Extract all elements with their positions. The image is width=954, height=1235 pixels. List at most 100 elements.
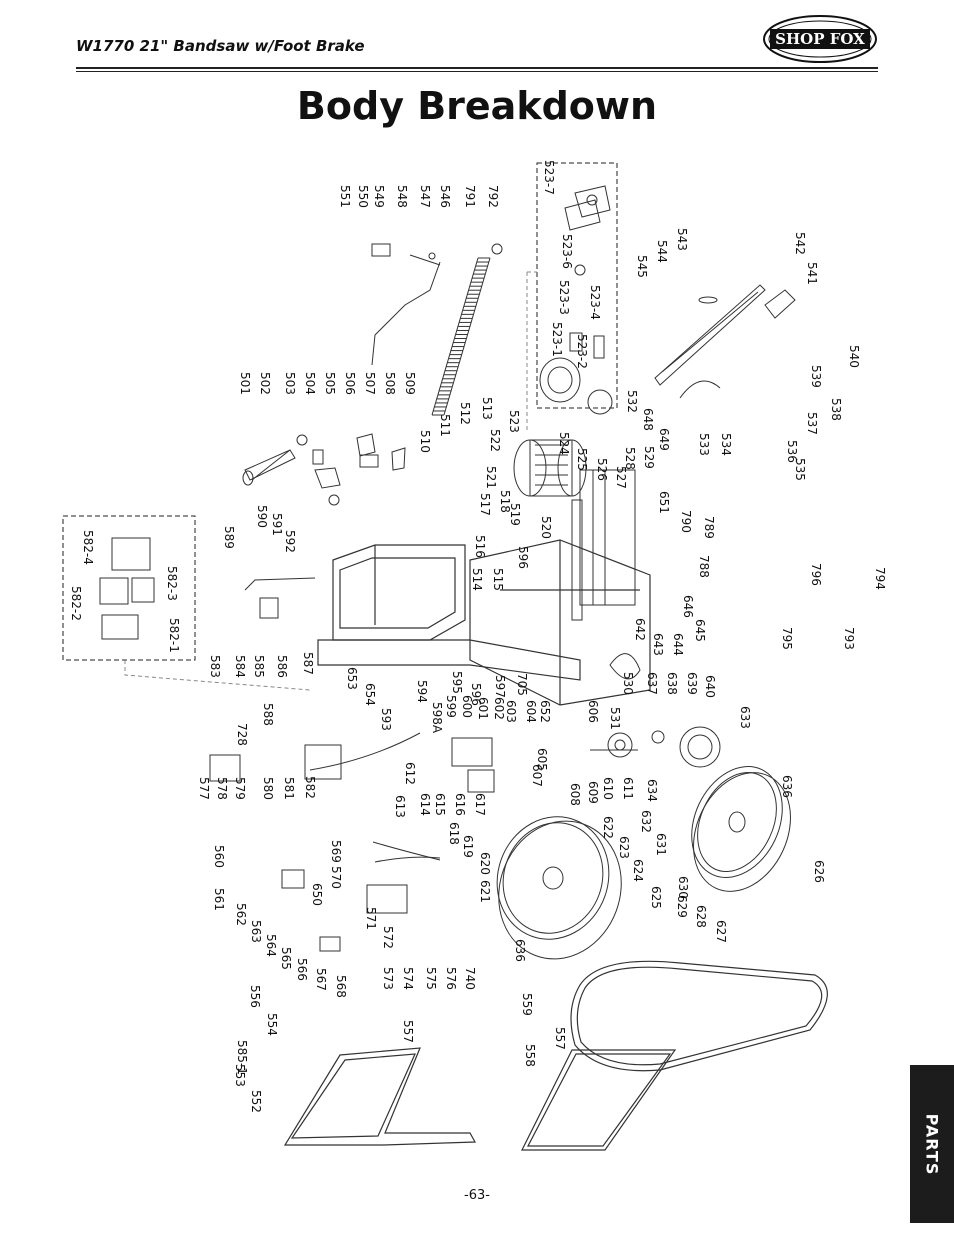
part-callout: 790 xyxy=(679,510,693,533)
part-callout: 654 xyxy=(363,683,377,706)
part-callout: 577 xyxy=(197,777,211,800)
part-callout: 545 xyxy=(635,255,649,278)
part-callout: 620 xyxy=(478,852,492,875)
part-callout: 606 xyxy=(586,700,600,723)
part-callout: 631 xyxy=(654,833,668,856)
motor xyxy=(513,439,587,497)
part-callout: 617 xyxy=(473,793,487,816)
part-callout: 568 xyxy=(334,975,348,998)
part-callout: 561 xyxy=(212,888,226,911)
part-callout: 547 xyxy=(418,185,432,208)
part-callout: 514 xyxy=(470,568,484,591)
part-callout: 521 xyxy=(484,466,498,489)
part-callout: 588 xyxy=(261,703,275,726)
part-callout: 573 xyxy=(381,967,395,990)
part-callout: 526 xyxy=(595,458,609,481)
part-callout: 516 xyxy=(473,535,487,558)
page-number: -63- xyxy=(464,1188,490,1203)
part-callout: 615 xyxy=(433,793,447,816)
part-callout: 601 xyxy=(476,697,490,720)
page-title: Body Breakdown xyxy=(296,84,658,128)
part-callout: 523-1 xyxy=(550,322,564,357)
part-callout: 546 xyxy=(438,185,452,208)
part-callout: 592 xyxy=(283,530,297,553)
part-callout: 559 xyxy=(520,993,534,1016)
part-callout: 596 xyxy=(516,546,530,569)
part-callout: 562 xyxy=(234,903,248,926)
part-callout: 645 xyxy=(693,619,707,642)
part-callout: 591 xyxy=(270,513,284,536)
part-callout: 600 xyxy=(460,695,474,718)
part-callout: 557 xyxy=(553,1027,567,1050)
part-callout: 633 xyxy=(738,706,752,729)
part-callout: 502 xyxy=(258,372,272,395)
part-callout: 572 xyxy=(381,926,395,949)
part-callout: 525 xyxy=(575,448,589,471)
part-callout: 640 xyxy=(703,675,717,698)
part-callout: 616 xyxy=(453,793,467,816)
part-callout: 614 xyxy=(418,793,432,816)
part-callout: 508 xyxy=(383,372,397,395)
part-callout: 794 xyxy=(873,567,887,590)
part-callout: 648 xyxy=(641,408,655,431)
part-callout: 582-4 xyxy=(81,530,95,565)
part-callout: 792 xyxy=(486,185,500,208)
part-callout: 581 xyxy=(282,777,296,800)
part-callout: 649 xyxy=(657,428,671,451)
part-callout: 621 xyxy=(478,880,492,903)
part-callout: 625 xyxy=(649,886,663,909)
part-callout: 578 xyxy=(215,777,229,800)
part-callout: 795 xyxy=(780,627,794,650)
part-callout: 523-4 xyxy=(588,285,602,320)
part-callout: 607 xyxy=(530,764,544,787)
part-callout: 524 xyxy=(557,432,571,455)
blade xyxy=(570,960,828,1072)
part-callout: 788 xyxy=(697,555,711,578)
switch-inset-parts xyxy=(99,537,155,640)
part-callout: 630 xyxy=(676,876,690,899)
part-callout: 523 xyxy=(507,410,521,433)
part-callout: 528 xyxy=(623,447,637,470)
part-callout: 506 xyxy=(343,372,357,395)
part-callout: 629 xyxy=(675,895,689,918)
part-callout: 582-3 xyxy=(165,566,179,601)
part-callout: 582-1 xyxy=(167,618,181,653)
part-callout: 605 xyxy=(535,748,549,771)
part-callout: 653 xyxy=(345,667,359,690)
part-callout: 505 xyxy=(323,372,337,395)
part-callout: 565 xyxy=(279,947,293,970)
part-callout: 619 xyxy=(461,835,475,858)
part-callout: 543 xyxy=(675,228,689,251)
part-callout: 791 xyxy=(463,185,477,208)
part-callout: 515 xyxy=(491,568,505,591)
part-callout: 501 xyxy=(238,372,252,395)
part-callout: 590 xyxy=(255,505,269,528)
switch-inset-box xyxy=(62,515,196,661)
part-callout: 519 xyxy=(508,503,522,526)
part-callout: 512 xyxy=(458,402,472,425)
part-callout: 523-2 xyxy=(575,334,589,369)
part-callout: 599 xyxy=(444,695,458,718)
part-callout: 650 xyxy=(310,883,324,906)
header-rule-thin xyxy=(76,71,878,72)
part-callout: 529 xyxy=(642,446,656,469)
part-callout: 548 xyxy=(395,185,409,208)
part-callout: 623 xyxy=(617,836,631,859)
part-callout: 571 xyxy=(364,907,378,930)
part-callout: 611 xyxy=(621,777,635,800)
part-callout: 608 xyxy=(568,783,582,806)
part-callout: 586 xyxy=(275,655,289,678)
part-callout: 564 xyxy=(264,934,278,957)
part-callout: 504 xyxy=(303,372,317,395)
part-callout: 627 xyxy=(714,920,728,943)
shop-fox-logo: SHOP FOX xyxy=(763,15,877,63)
part-callout: 507 xyxy=(363,372,377,395)
part-callout: 518 xyxy=(498,490,512,513)
frame-body xyxy=(317,539,651,706)
part-callout: 523-6 xyxy=(560,234,574,269)
part-callout: 532 xyxy=(625,390,639,413)
part-callout: 612 xyxy=(403,762,417,785)
part-callout: 567 xyxy=(314,968,328,991)
part-callout: 557 xyxy=(401,1020,415,1043)
part-callout: 643 xyxy=(651,633,665,656)
